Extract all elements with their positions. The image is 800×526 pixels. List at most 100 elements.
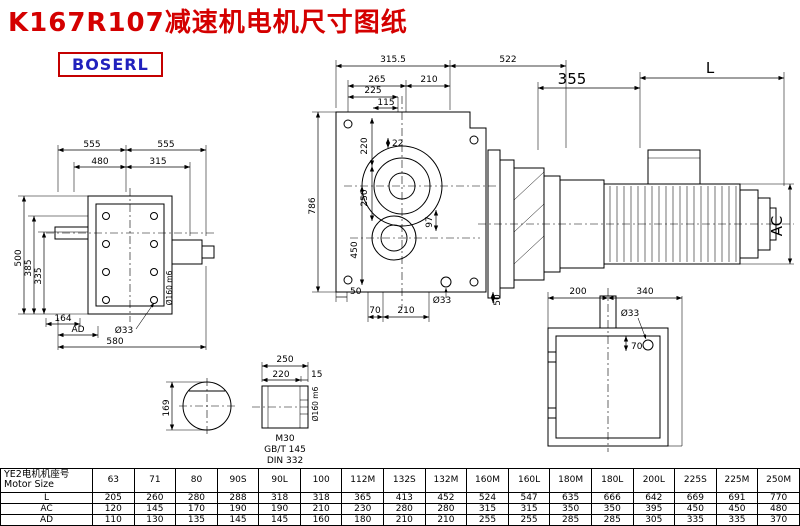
table-cell: 190 (258, 502, 301, 515)
table-cell: 770 (757, 491, 800, 504)
table-cell: 160 (299, 513, 343, 526)
col-header-200L: 200L (632, 467, 676, 493)
col-header-71: 71 (133, 467, 177, 493)
dim-label: 250 (276, 355, 293, 365)
dim-label: 200 (569, 287, 586, 297)
dim-label: AD (71, 325, 84, 335)
table-cell: 669 (674, 491, 717, 504)
col-header-180M: 180M (549, 467, 592, 493)
output-flange-view: 200 340 Ø33 70 (547, 287, 683, 452)
shaft-cross-section (182, 381, 232, 431)
thread-spec: M30 (275, 434, 294, 444)
dim-label: 50 (493, 294, 503, 306)
dim-label: 115 (377, 98, 394, 108)
dim-label: 555 (157, 140, 174, 150)
table-cell: 285 (549, 513, 592, 526)
gearbox-left-view: 555 555 480 315 500 385 335 164 AD 580 Ø… (14, 140, 216, 350)
dim-label: 15 (311, 370, 322, 380)
row-label: AD (0, 513, 93, 526)
col-header-112M: 112M (341, 467, 385, 493)
flange-hole (642, 339, 654, 351)
dim-label: 250 (360, 189, 370, 206)
dim-label: 50 (350, 287, 362, 297)
dim-label: Ø33 (621, 308, 640, 319)
table-cell: 305 (632, 513, 676, 526)
table-cell: 547 (507, 491, 551, 504)
standard-spec: GB/T 145 (264, 445, 306, 455)
col-header-90L: 90L (258, 467, 301, 493)
dim-label: Ø33 (433, 295, 452, 306)
dim-label: 480 (91, 157, 108, 167)
header-cn: YE2电机机座号 (4, 468, 70, 480)
table-cell: 315 (507, 502, 551, 515)
row-label: L (0, 491, 93, 504)
dim-label: 210 (420, 75, 437, 85)
col-header-132M: 132M (424, 467, 468, 493)
table-cell: 205 (92, 491, 135, 504)
dim-label: 555 (83, 140, 100, 150)
table-cell: 315 (466, 502, 509, 515)
dim-label: 786 (308, 197, 318, 214)
table-cell: 452 (424, 491, 468, 504)
brand-logo: BOSERL (58, 52, 163, 77)
dim-label: 580 (106, 337, 123, 347)
dim-label: Ø33 (115, 325, 134, 336)
table-cell: 145 (216, 513, 260, 526)
dim-label: Ø160 m6 (165, 270, 174, 305)
table-cell: 524 (466, 491, 509, 504)
table-cell: 255 (507, 513, 551, 526)
dim-label: 220 (272, 370, 289, 380)
dim-label: 70 (369, 306, 381, 316)
table-header-label: YE2电机机座号 Motor Size (0, 467, 93, 493)
dim-label: 500 (14, 249, 24, 266)
table-cell: 110 (92, 513, 135, 526)
gearbox-front-view: 315.5 522 265 210 225 115 786 220 22 250… (308, 55, 567, 322)
table-cell: 370 (757, 513, 800, 526)
motor-side-view: 355 L AC (478, 59, 794, 299)
table-cell: 145 (258, 513, 301, 526)
table-cell: 335 (674, 513, 717, 526)
col-header-160M: 160M (466, 467, 509, 493)
col-header-250M: 250M (757, 467, 800, 493)
header-en: Motor Size (4, 479, 54, 491)
output-shaft-stub (201, 245, 215, 259)
dim-label: 450 (350, 241, 360, 258)
col-header-100: 100 (299, 467, 343, 493)
table-cell: 145 (133, 502, 177, 515)
table-cell: 318 (258, 491, 301, 504)
table-cell: 365 (341, 491, 385, 504)
technical-drawing: 555 555 480 315 500 385 335 164 AD 580 Ø… (14, 55, 794, 466)
table-cell: 288 (216, 491, 260, 504)
table-cell: 210 (299, 502, 343, 515)
table-cell: 210 (424, 513, 468, 526)
table-cell: 350 (549, 502, 592, 515)
dim-label: L (706, 59, 715, 77)
table-cell: 450 (715, 502, 759, 515)
table-cell: 395 (632, 502, 676, 515)
table-cell: 280 (175, 491, 218, 504)
dim-label: 385 (24, 259, 34, 276)
table-cell: 170 (175, 502, 218, 515)
table-cell: 190 (216, 502, 260, 515)
col-header-80: 80 (175, 467, 218, 493)
dim-label: 340 (636, 287, 653, 297)
table-cell: 635 (549, 491, 592, 504)
dim-label: 355 (558, 70, 587, 88)
table-cell: 666 (590, 491, 634, 504)
dim-label: 315.5 (380, 55, 406, 65)
table-cell: 130 (133, 513, 177, 526)
input-shaft (54, 226, 89, 240)
col-header-180L: 180L (590, 467, 634, 493)
table-cell: 120 (92, 502, 135, 515)
dim-label: 210 (397, 306, 414, 316)
dim-label: 335 (34, 267, 44, 284)
fan-cover (769, 207, 777, 241)
row-label: AC (0, 502, 93, 515)
col-header-225M: 225M (715, 467, 759, 493)
table-cell: 230 (341, 502, 385, 515)
dim-label: 169 (162, 399, 172, 416)
dim-label: 220 (360, 137, 370, 154)
